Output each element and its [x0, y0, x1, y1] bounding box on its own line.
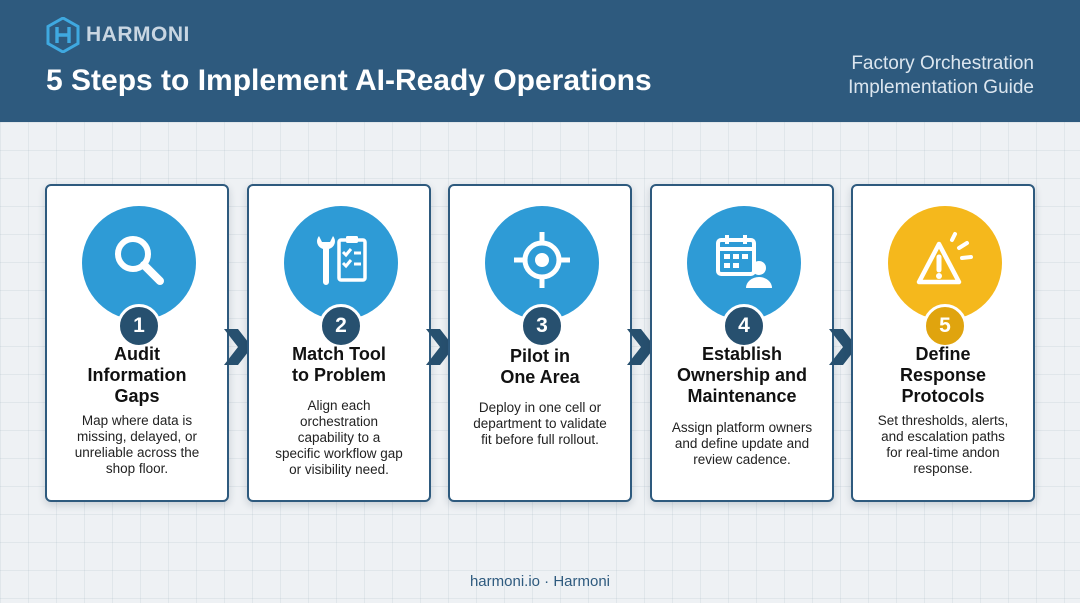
step-description: Align each orchestration capability to a…: [259, 398, 419, 478]
step-desc-line: Map where data is: [81, 413, 193, 428]
step-title-line: Match Tool: [292, 344, 386, 364]
step-title: Establish Ownership and Maintenance: [660, 344, 824, 407]
step-number-badge: 1: [117, 304, 161, 348]
step-title-line: Maintenance: [687, 386, 797, 406]
step-title: Define Response Protocols: [861, 344, 1025, 407]
step-icon-wrap: 3: [485, 206, 599, 348]
step-title-line: to Problem: [291, 365, 386, 385]
target-crosshair-icon: [514, 232, 570, 288]
step-number-badge: 2: [319, 304, 363, 348]
step-desc-line: Deploy in one cell or: [478, 400, 602, 415]
step-desc-line: and define update and: [674, 436, 810, 451]
chevron-right-icon: [224, 329, 252, 365]
step-description: Deploy in one cell or department to vali…: [460, 400, 620, 448]
harmoni-logo-icon: [46, 17, 80, 53]
step-card-4: 4 Establish Ownership and Maintenance As…: [650, 184, 834, 502]
chevron-right-icon: [426, 329, 454, 365]
step-title: Pilot in One Area: [458, 346, 622, 388]
step-card-3: 3 Pilot in One Area Deploy in one cell o…: [448, 184, 632, 502]
step-desc-line: capability to a: [297, 430, 381, 445]
step-number-badge: 3: [520, 304, 564, 348]
step-icon-circle: [284, 206, 398, 320]
step-title-line: Response: [899, 365, 987, 385]
step-icon-circle: [687, 206, 801, 320]
step-icon-circle: [888, 206, 1002, 320]
step-desc-line: specific workflow gap: [275, 446, 403, 461]
step-title-line: Gaps: [114, 386, 160, 406]
page-subtitle: Factory Orchestration Implementation Gui…: [848, 52, 1034, 100]
step-icon-wrap: 2: [284, 206, 398, 348]
brand-logo: HARMONI: [46, 17, 190, 53]
step-desc-line: for real-time andon: [886, 445, 1000, 460]
wrench-checklist-icon: [317, 236, 367, 285]
step-title-line: Protocols: [901, 386, 985, 406]
step-title-line: Define: [915, 344, 971, 364]
step-description: Map where data is missing, delayed, or u…: [57, 413, 217, 477]
step-desc-line: or visibility need.: [289, 462, 389, 477]
step-desc-line: missing, delayed, or: [76, 429, 198, 444]
chevron-right-icon: [829, 329, 857, 365]
calendar-person-icon: [716, 235, 772, 288]
step-description: Set thresholds, alerts, and escalation p…: [863, 413, 1023, 477]
step-icon-wrap: 4: [687, 206, 801, 348]
step-desc-line: Align each: [307, 398, 371, 413]
step-title-line: Establish: [701, 344, 783, 364]
step-desc-line: review cadence.: [693, 452, 791, 467]
magnifier-icon: [115, 236, 164, 285]
brand-name: HARMONI: [86, 23, 190, 46]
subtitle-line-2: Implementation Guide: [848, 77, 1034, 98]
step-desc-line: Set thresholds, alerts,: [877, 413, 1009, 428]
chevron-right-icon: [627, 329, 655, 365]
alert-warning-icon: [916, 232, 973, 285]
step-desc-line: unreliable across the: [74, 445, 200, 460]
step-desc-line: Assign platform owners: [671, 420, 813, 435]
footer-credit: harmoni.io · Harmoni: [469, 573, 611, 590]
step-icon-circle: [82, 206, 196, 320]
step-title: Audit Information Gaps: [55, 344, 219, 407]
step-icon-wrap: 1: [82, 206, 196, 348]
step-card-1: 1 Audit Information Gaps Map where data …: [45, 184, 229, 502]
step-title-line: Audit: [114, 344, 160, 364]
step-number-badge: 4: [722, 304, 766, 348]
step-icon-wrap: 5: [888, 206, 1002, 348]
step-card-5: 5 Define Response Protocols Set threshol…: [851, 184, 1035, 502]
step-desc-line: department to validate: [473, 416, 607, 431]
step-desc-line: response.: [913, 461, 973, 476]
step-description: Assign platform owners and define update…: [662, 420, 822, 468]
step-desc-line: and escalation paths: [881, 429, 1005, 444]
header-banner: HARMONI 5 Steps to Implement AI-Ready Op…: [0, 0, 1080, 122]
page-title: 5 Steps to Implement AI-Ready Operations: [46, 64, 652, 97]
step-number-badge: 5: [923, 304, 967, 348]
step-desc-line: shop floor.: [105, 461, 169, 476]
step-desc-line: fit before full rollout.: [481, 432, 599, 447]
step-title-line: Ownership and: [676, 365, 808, 385]
subtitle-line-1: Factory Orchestration: [851, 53, 1034, 74]
step-title-line: Pilot in: [510, 346, 570, 366]
step-icon-circle: [485, 206, 599, 320]
step-title-line: One Area: [500, 367, 580, 387]
step-title: Match Tool to Problem: [257, 344, 421, 386]
step-title-line: Information: [87, 365, 187, 385]
step-desc-line: orchestration: [299, 414, 379, 429]
step-card-2: 2 Match Tool to Problem Align each orche…: [247, 184, 431, 502]
